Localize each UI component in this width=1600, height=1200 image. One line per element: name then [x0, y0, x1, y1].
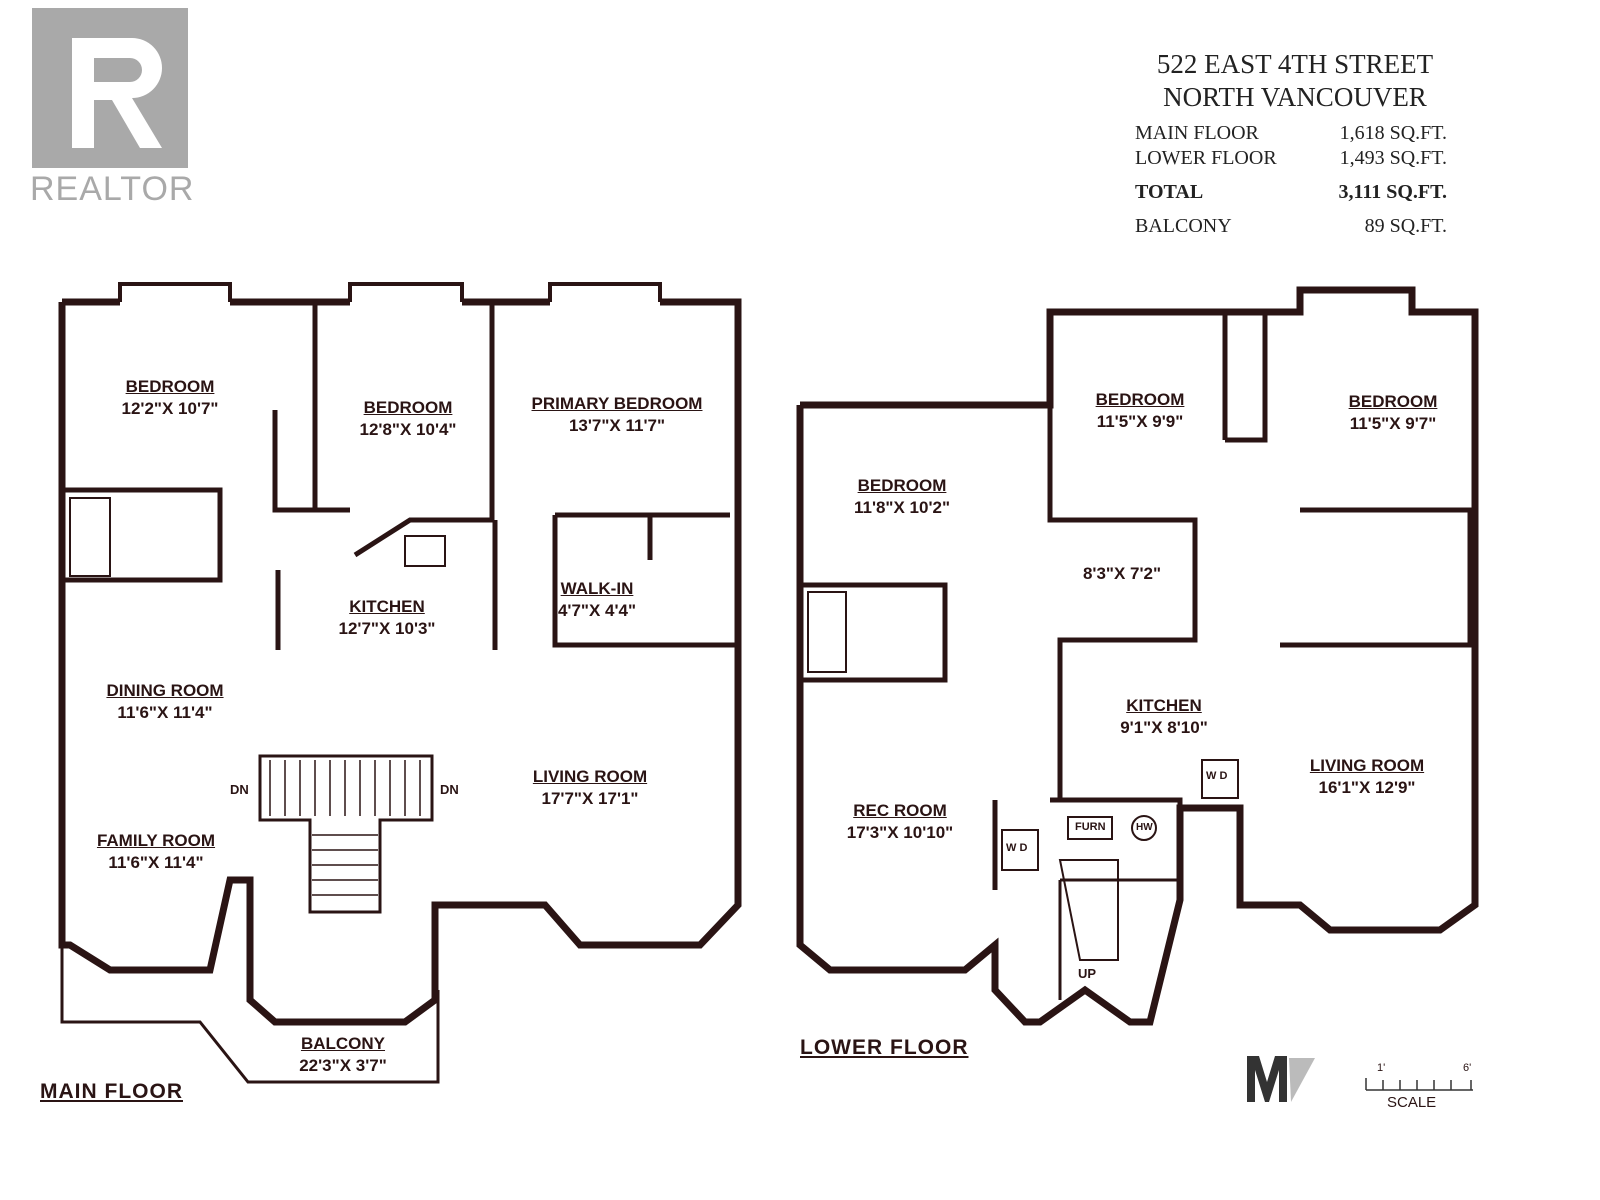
washer-dryer-icon	[1001, 829, 1039, 871]
washer-dryer-label: W D	[1006, 842, 1028, 854]
lower-floor-title: LOWER FLOOR	[800, 1036, 969, 1059]
scale-ruler	[1365, 1078, 1473, 1091]
area-label: LOWER FLOOR	[1135, 147, 1277, 169]
lower-floor-interior-walls	[800, 312, 1473, 890]
realtor-logo-mark	[32, 8, 188, 168]
realtor-r-icon	[72, 38, 162, 148]
main-bath-tub-icon	[69, 497, 111, 577]
area-balcony: BALCONY 89 SQ.FT.	[1135, 215, 1447, 238]
room-label: 8'3"X 7'2"	[1082, 564, 1162, 583]
scale-label: SCALE	[1387, 1094, 1437, 1111]
area-lower: LOWER FLOOR 1,493 SQ.FT.	[1135, 147, 1447, 170]
area-value: 1,493 SQ.FT.	[1339, 147, 1447, 169]
area-total: TOTAL 3,111 SQ.FT.	[1135, 181, 1447, 204]
address-line2: NORTH VANCOUVER	[1163, 82, 1427, 112]
area-value: 1,618 SQ.FT.	[1339, 122, 1447, 144]
stairs	[258, 754, 434, 914]
realtor-logo-text: REALTOR	[30, 170, 195, 208]
main-floor-interior-walls	[62, 302, 738, 650]
property-address: 522 EAST 4TH STREET NORTH VANCOUVER	[1120, 48, 1470, 114]
stair-down-label: DN	[440, 782, 459, 797]
area-label: MAIN FLOOR	[1135, 122, 1259, 144]
area-value: 3,111 SQ.FT.	[1338, 181, 1447, 203]
hot-water-label: HW	[1136, 822, 1153, 833]
main-floor-outer-walls	[58, 298, 742, 1026]
lower-floor-outer-walls	[796, 286, 1479, 1026]
area-value: 89 SQ.FT.	[1364, 215, 1447, 237]
area-label: BALCONY	[1135, 215, 1232, 237]
stair-up-label: UP	[1078, 966, 1097, 981]
furnace-label: FURN	[1075, 821, 1106, 833]
area-label: TOTAL	[1135, 181, 1204, 203]
balcony-outline	[60, 945, 440, 1084]
scale-start-label: 1'	[1377, 1062, 1386, 1074]
hot-water-tank-icon	[1131, 815, 1157, 841]
scale-end-label: 6'	[1463, 1062, 1472, 1074]
measure-masters-logo	[1247, 1056, 1315, 1102]
area-main: MAIN FLOOR 1,618 SQ.FT.	[1135, 122, 1447, 145]
stair-down-label: DN	[230, 782, 249, 797]
lower-bath-tub-icon	[807, 591, 847, 673]
address-line1: 522 EAST 4TH STREET	[1156, 49, 1434, 79]
main-floor-title: MAIN FLOOR	[40, 1080, 183, 1103]
washer-dryer-icon	[1201, 759, 1239, 799]
furnace-icon	[1067, 816, 1113, 840]
washer-dryer-label: W D	[1206, 770, 1228, 782]
main-stove-icon	[404, 535, 446, 567]
